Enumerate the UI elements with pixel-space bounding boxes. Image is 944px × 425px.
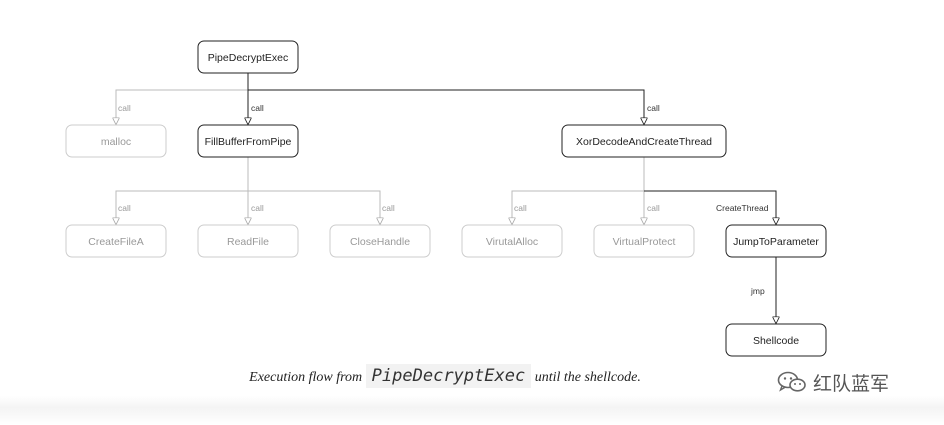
figure-caption: Execution flow from PipeDecryptExec unti…	[0, 364, 890, 388]
node-jumptoparameter: JumpToParameter	[725, 224, 827, 258]
watermark: 红队蓝军	[777, 368, 889, 396]
node-label: CloseHandle	[350, 236, 410, 248]
node-label: VirutalAlloc	[486, 236, 538, 248]
edge-label-jmp: jmp	[750, 286, 765, 296]
bottom-fade	[0, 396, 944, 425]
edge-pipe-to-malloc: call	[116, 73, 249, 124]
edge-label-createthread: CreateThread	[716, 203, 769, 213]
node-shellcode: Shellcode	[725, 323, 827, 357]
node-label: malloc	[101, 136, 131, 148]
edge-fillbuffer-to-createfilea: call	[116, 157, 249, 224]
node-label: CreateFileA	[88, 236, 143, 248]
execution-flow-diagram: call call call call call call call call …	[65, 40, 827, 357]
edge-label-call: call	[118, 103, 131, 113]
node-label: FillBufferFromPipe	[205, 136, 292, 148]
edge-label-call: call	[647, 203, 660, 213]
edge-label-call: call	[647, 103, 660, 113]
edge-pipe-to-fillbuffer: call	[248, 73, 264, 124]
caption-prefix: Execution flow from	[249, 370, 363, 385]
edge-label-call: call	[382, 203, 395, 213]
edge-fillbuffer-to-closehandle: call	[248, 190, 395, 224]
edge-label-call: call	[514, 203, 527, 213]
edge-xordecode-to-jumptoparameter: CreateThread	[644, 190, 776, 224]
wechat-icon	[777, 370, 807, 394]
edge-jumptoparameter-to-shellcode: jmp	[750, 257, 776, 323]
node-closehandle: CloseHandle	[329, 224, 431, 258]
edge-label-call: call	[251, 203, 264, 213]
node-readfile: ReadFile	[197, 224, 299, 258]
edge-xordecode-to-virutalalloc: call	[512, 157, 645, 224]
node-pipedecryptexec: PipeDecryptExec	[197, 40, 299, 74]
node-createfilea: CreateFileA	[65, 224, 167, 258]
node-virtualprotect: VirtualProtect	[593, 224, 695, 258]
node-label: XorDecodeAndCreateThread	[576, 136, 712, 148]
watermark-text: 红队蓝军	[813, 372, 890, 395]
caption-code: PipeDecryptExec	[365, 364, 532, 388]
node-label: VirtualProtect	[613, 236, 676, 248]
node-label: PipeDecryptExec	[208, 52, 289, 64]
node-xordecodeandcreatethread: XorDecodeAndCreateThread	[561, 124, 727, 158]
node-label: JumpToParameter	[733, 236, 819, 248]
node-malloc: malloc	[65, 124, 167, 158]
edge-label-call: call	[251, 103, 264, 113]
node-virutalalloc: VirutalAlloc	[461, 224, 563, 258]
caption-suffix: until the shellcode.	[534, 370, 641, 385]
edge-label-call: call	[118, 203, 131, 213]
node-label: Shellcode	[753, 335, 799, 347]
edge-pipe-to-xordecode: call	[248, 89, 660, 124]
node-label: ReadFile	[227, 236, 269, 248]
node-fillbufferfrompipe: FillBufferFromPipe	[197, 124, 299, 158]
